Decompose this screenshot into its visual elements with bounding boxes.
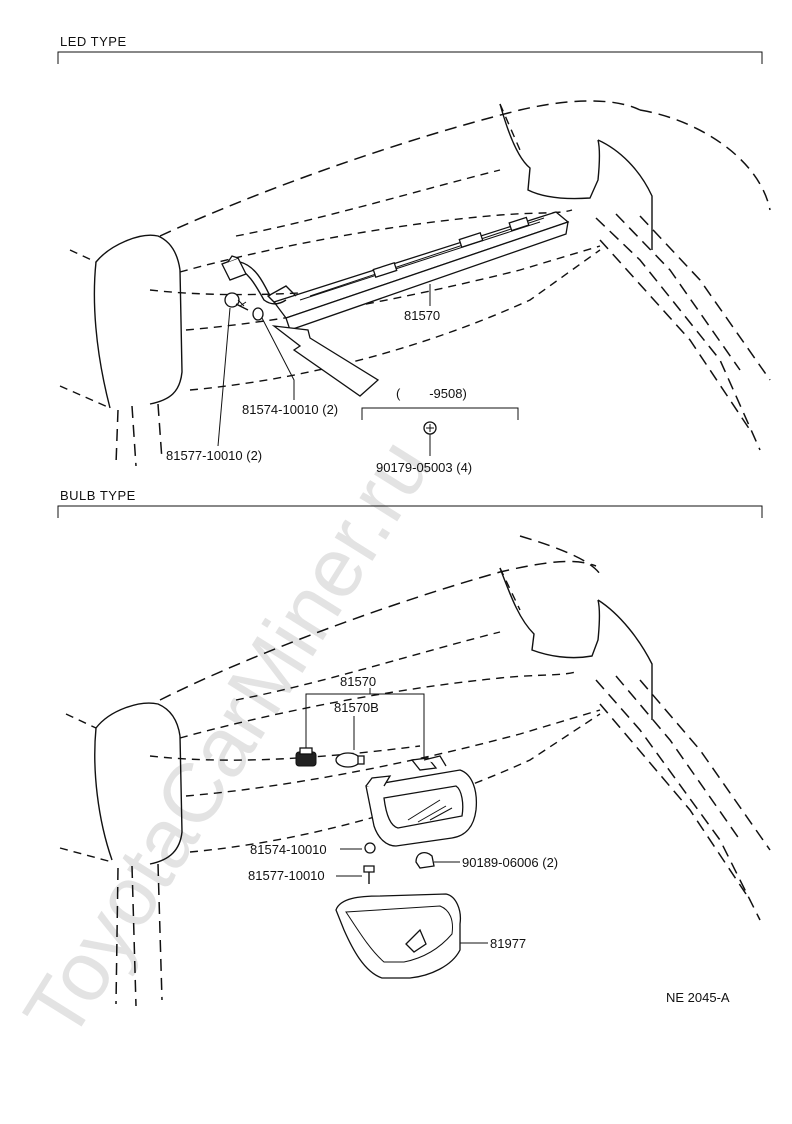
- bulb-gasket-81574: [364, 842, 376, 854]
- bulb-label-81574: 81574-10010: [250, 842, 327, 857]
- bulb-cover-81977: [335, 893, 462, 979]
- led-label-81577: 81577-10010 (2): [166, 448, 262, 463]
- bulb-label-81577: 81577-10010: [248, 868, 325, 883]
- led-wire-connector: [221, 255, 287, 305]
- led-screw-81577: [224, 292, 249, 311]
- figure-code: NE 2045-A: [666, 990, 730, 1005]
- bulb-screw-81577: [363, 865, 375, 884]
- bulb-lamp-housing-81570: [365, 755, 478, 847]
- led-section-title: LED TYPE: [60, 34, 127, 49]
- bulb-label-81977: 81977: [490, 936, 526, 951]
- led-section-bracket: [57, 51, 763, 64]
- bulb-nut-90189: [415, 851, 435, 869]
- led-date-bracket: [361, 407, 519, 420]
- led-label-90179: 90179-05003 (4): [376, 460, 472, 475]
- led-lamp-81570: [266, 211, 570, 331]
- led-gasket-81574: [252, 307, 264, 321]
- bulb-section-bracket: [57, 505, 763, 518]
- bulb-section-title: BULB TYPE: [60, 488, 136, 503]
- led-leader-gasket: [261, 317, 295, 400]
- led-section: LED TYPE: [57, 34, 771, 475]
- bulb-label-90189: 90189-06006 (2): [462, 855, 558, 870]
- bulb-socket: [295, 747, 317, 767]
- led-leader-screw: [217, 307, 231, 447]
- bulb-81570b: [335, 752, 365, 768]
- led-nut-90179: [423, 421, 437, 435]
- led-pointer-arrow: [271, 325, 380, 397]
- bulb-label-81570b: 81570B: [334, 700, 379, 715]
- bulb-label-81570: 81570: [340, 674, 376, 689]
- bulb-tailgate-outline: [59, 535, 771, 1007]
- led-label-date-range: ( -9508): [396, 386, 467, 401]
- led-label-81570: 81570: [404, 308, 440, 323]
- bulb-section: BULB TYPE: [57, 488, 771, 1007]
- led-label-81574: 81574-10010 (2): [242, 402, 338, 417]
- bulb-lamp-bracket: [305, 693, 425, 762]
